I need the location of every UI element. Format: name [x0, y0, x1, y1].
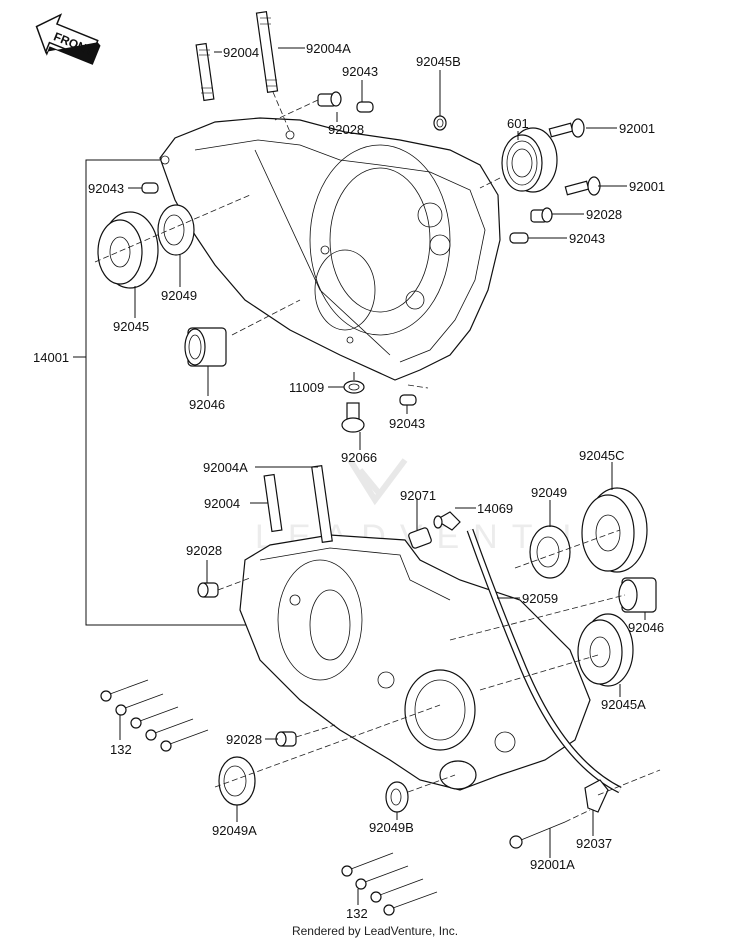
label-92049A: 92049A — [212, 823, 257, 838]
needle-bearing-92046-right — [618, 577, 657, 613]
label-92004-top: 92004 — [223, 45, 259, 60]
dowel-92043-right — [509, 232, 529, 244]
needle-bearing-92046-left — [184, 327, 227, 367]
bolt-92001-lower — [564, 176, 601, 196]
oil-seal-92049B — [385, 781, 409, 813]
oil-seal-92049-right — [529, 525, 571, 579]
label-92004A-top: 92004A — [306, 41, 351, 56]
front-arrow-icon: FRONT — [35, 13, 101, 65]
pin-92028-right — [530, 207, 553, 223]
label-92043-top: 92043 — [342, 64, 378, 79]
bolts-132-left — [100, 679, 209, 752]
bracket-14001 — [85, 159, 250, 626]
dowel-92043-mid — [399, 394, 417, 406]
label-92028-mid: 92028 — [186, 543, 222, 558]
dowel-92043-top — [356, 101, 374, 113]
label-132-bottom: 132 — [346, 906, 368, 921]
bearing-601 — [501, 127, 558, 193]
label-92028-right: 92028 — [586, 207, 622, 222]
fitting-92071 — [408, 527, 432, 549]
label-92066: 92066 — [341, 450, 377, 465]
label-11009: 11009 — [289, 380, 324, 395]
label-92001-lower: 92001 — [629, 179, 665, 194]
label-14069: 14069 — [477, 501, 513, 516]
leader-lines — [119, 47, 646, 905]
label-92028-low: 92028 — [226, 732, 262, 747]
label-92004-bottom: 92004 — [204, 496, 240, 511]
drain-plug-92066 — [341, 402, 365, 433]
seal-92045B — [433, 115, 447, 131]
label-92045A: 92045A — [601, 697, 646, 712]
washer-11009 — [343, 380, 365, 394]
pin-92028-low — [275, 731, 297, 747]
bearing-92045C — [581, 487, 648, 573]
bolts-132-bottom — [341, 852, 438, 916]
label-92071: 92071 — [400, 488, 436, 503]
bolt-92001-upper — [548, 118, 585, 138]
lower-crankcase-half — [239, 534, 591, 791]
oil-seal-92049A — [218, 756, 256, 806]
stud-92004-top — [195, 42, 215, 102]
label-92045: 92045 — [113, 319, 149, 334]
dowel-92043-left — [141, 182, 159, 194]
stud-92004A-top — [255, 11, 279, 93]
pin-92028-mid — [197, 582, 219, 598]
stud-92004A-bottom — [311, 464, 333, 544]
label-92049-right: 92049 — [531, 485, 567, 500]
part-labels: 92004 92004A 92043 92045B 92028 601 9200… — [33, 41, 665, 921]
label-92046-right: 92046 — [628, 620, 664, 635]
label-92045B: 92045B — [416, 54, 461, 69]
pin-92028-top — [317, 91, 342, 107]
label-92028-top: 92028 — [328, 122, 364, 137]
label-92049-left: 92049 — [161, 288, 197, 303]
label-92043-left: 92043 — [88, 181, 124, 196]
bolt-92001A — [509, 821, 566, 849]
label-92001A: 92001A — [530, 857, 575, 872]
oil-seal-92049-left — [157, 204, 195, 256]
label-14001: 14001 — [33, 350, 69, 365]
bearing-92045A — [577, 613, 634, 687]
elbow-14069 — [433, 511, 461, 531]
label-92001-upper: 92001 — [619, 121, 655, 136]
footer-credit: Rendered by LeadVenture, Inc. — [291, 924, 459, 938]
bearing-92045 — [97, 211, 159, 289]
label-92043-right: 92043 — [569, 231, 605, 246]
label-92046-left: 92046 — [189, 397, 225, 412]
label-92045C: 92045C — [579, 448, 625, 463]
label-92004A-bottom: 92004A — [203, 460, 248, 475]
label-601: 601 — [507, 116, 529, 131]
label-92037: 92037 — [576, 836, 612, 851]
label-132-left: 132 — [110, 742, 132, 757]
label-92049B: 92049B — [369, 820, 414, 835]
label-92043-mid: 92043 — [389, 416, 425, 431]
clamp-92037 — [584, 779, 609, 813]
stud-92004-bottom — [263, 473, 283, 533]
upper-crankcase-half — [159, 117, 501, 381]
label-92059: 92059 — [522, 591, 558, 606]
